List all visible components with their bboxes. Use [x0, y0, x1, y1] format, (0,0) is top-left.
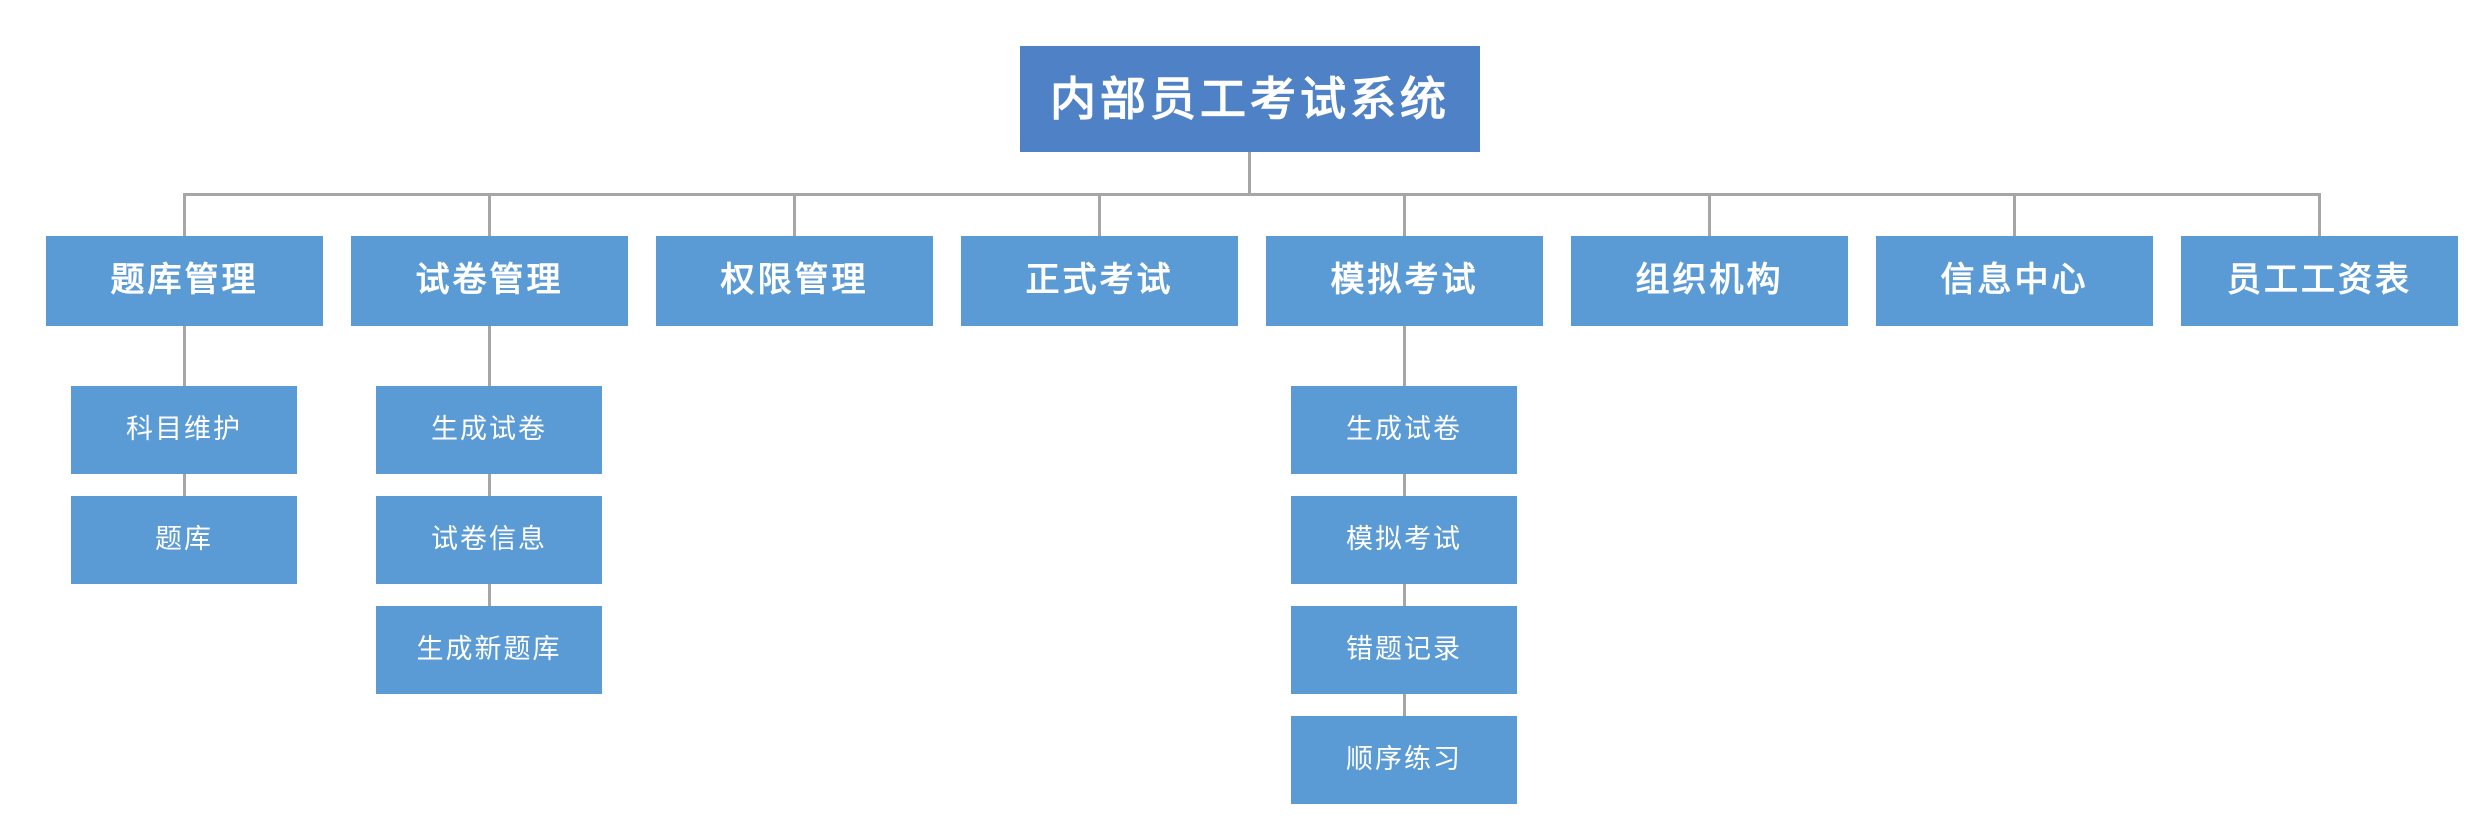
node-child-shunxu-lianxi[interactable]: 顺序练习: [1291, 716, 1517, 804]
connector-child-link: [1403, 474, 1406, 496]
node-branch-moni-kaoshi[interactable]: 模拟考试: [1266, 236, 1543, 326]
node-branch-label: 正式考试: [1025, 261, 1174, 300]
connector-stub-1: [183, 193, 186, 236]
node-branch-label: 试卷管理: [415, 261, 564, 300]
connector-stub-6: [1708, 193, 1711, 236]
node-child-shijuan-xinxi[interactable]: 试卷信息: [376, 496, 602, 584]
node-child-label: 顺序练习: [1346, 744, 1462, 775]
node-branch-tiku-guanli[interactable]: 题库管理: [46, 236, 323, 326]
connector-child-link: [488, 584, 491, 606]
node-child-label: 试卷信息: [431, 524, 547, 555]
connector-stub-7: [2013, 193, 2016, 236]
node-branch-xinxi-zhongxin[interactable]: 信息中心: [1876, 236, 2153, 326]
connector-stub-3: [793, 193, 796, 236]
node-branch-label: 组织机构: [1635, 261, 1784, 300]
node-branch-label: 模拟考试: [1330, 261, 1479, 300]
connector-stub-2: [488, 193, 491, 236]
node-child-label: 生成试卷: [431, 414, 547, 445]
node-child-label: 题库: [155, 524, 213, 555]
connector-bus: [184, 193, 2320, 196]
connector-child-link: [488, 474, 491, 496]
node-branch-label: 题库管理: [110, 261, 259, 300]
connector-child-link: [488, 326, 491, 386]
connector-child-link: [1403, 584, 1406, 606]
node-child-tiku[interactable]: 题库: [71, 496, 297, 584]
connector-child-link: [1403, 326, 1406, 386]
node-child-kemu-weihu[interactable]: 科目维护: [71, 386, 297, 474]
connector-root-stem: [1248, 152, 1251, 195]
node-child-label: 错题记录: [1346, 634, 1462, 665]
node-root-label: 内部员工考试系统: [1050, 72, 1450, 125]
node-branch-label: 员工工资表: [2227, 261, 2412, 300]
node-branch-yuangong-gongzibiao[interactable]: 员工工资表: [2181, 236, 2458, 326]
connector-child-link: [183, 474, 186, 496]
node-child-moni-kaoshi[interactable]: 模拟考试: [1291, 496, 1517, 584]
connector-stub-5: [1403, 193, 1406, 236]
node-child-label: 生成新题库: [416, 634, 562, 665]
node-branch-zuzhi-jigou[interactable]: 组织机构: [1571, 236, 1848, 326]
node-child-label: 科目维护: [126, 414, 242, 445]
node-child-shengcheng-shijuan[interactable]: 生成试卷: [376, 386, 602, 474]
node-branch-quanxian-guanli[interactable]: 权限管理: [656, 236, 933, 326]
node-child-shengcheng-xin-tiku[interactable]: 生成新题库: [376, 606, 602, 694]
node-child-label: 模拟考试: [1346, 524, 1462, 555]
connector-child-link: [183, 326, 186, 386]
node-branch-shijuan-guanli[interactable]: 试卷管理: [351, 236, 628, 326]
connector-stub-4: [1098, 193, 1101, 236]
node-branch-label: 信息中心: [1940, 261, 2089, 300]
connector-stub-8: [2318, 193, 2321, 236]
node-root[interactable]: 内部员工考试系统: [1020, 46, 1480, 152]
node-branch-zhengshi-kaoshi[interactable]: 正式考试: [961, 236, 1238, 326]
node-child-moni-shengcheng-shijuan[interactable]: 生成试卷: [1291, 386, 1517, 474]
node-branch-label: 权限管理: [720, 261, 869, 300]
node-child-label: 生成试卷: [1346, 414, 1462, 445]
connector-child-link: [1403, 694, 1406, 716]
node-child-cuoti-jilu[interactable]: 错题记录: [1291, 606, 1517, 694]
